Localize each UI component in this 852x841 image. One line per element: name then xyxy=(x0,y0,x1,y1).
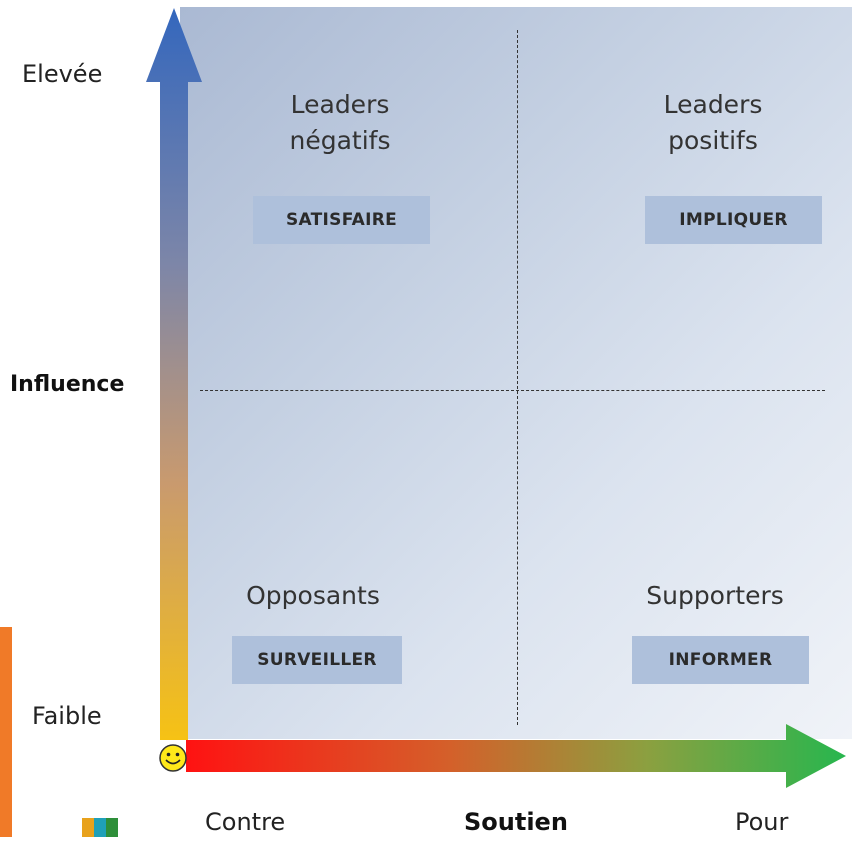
quadrant-bottom-left-title: Opposants xyxy=(246,581,380,610)
quadrant-bottom-left-action-badge: SURVEILLER xyxy=(232,636,402,684)
quadrant-top-left-line2: négatifs xyxy=(289,126,391,156)
quadrant-top-left-action-badge: SATISFAIRE xyxy=(253,196,430,244)
quadrant-top-right-action-badge: IMPLIQUER xyxy=(645,196,822,244)
matrix-background xyxy=(180,7,852,739)
smiley-face-icon xyxy=(159,744,187,772)
y-axis-high-label: Elevée xyxy=(22,60,103,88)
edge-decoration-blocks xyxy=(82,818,120,837)
edge-decoration-orange xyxy=(0,627,12,837)
quadrant-top-right-line2: positifs xyxy=(668,126,758,156)
quadrant-top-left-title: Leaders négatifs xyxy=(240,87,440,160)
quadrant-top-left-line1: Leaders xyxy=(290,90,390,119)
y-axis-arrow xyxy=(146,8,202,740)
vertical-divider xyxy=(517,30,518,725)
x-axis-title: Soutien xyxy=(464,808,568,836)
quadrant-bottom-right-action-badge: INFORMER xyxy=(632,636,809,684)
y-axis-title: Influence xyxy=(10,372,125,397)
y-axis-low-label: Faible xyxy=(32,702,102,730)
horizontal-divider xyxy=(200,390,825,391)
quadrant-top-right-line1: Leaders xyxy=(663,90,763,119)
x-axis-left-label: Contre xyxy=(205,808,286,836)
x-axis-right-label: Pour xyxy=(735,808,789,836)
quadrant-top-right-title: Leaders positifs xyxy=(613,87,813,160)
x-axis-arrow xyxy=(186,724,846,788)
quadrant-bottom-right-title: Supporters xyxy=(646,581,784,610)
